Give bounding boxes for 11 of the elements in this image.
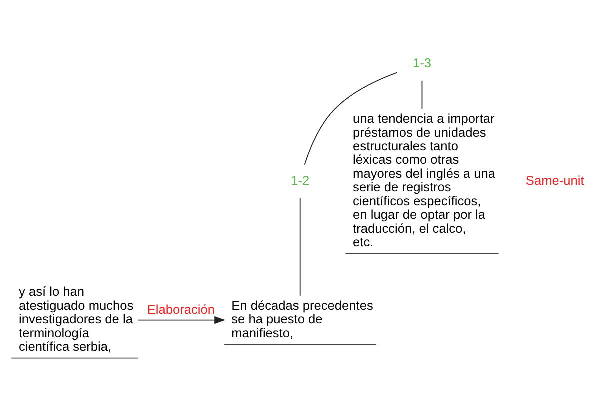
connector [300, 197, 301, 296]
node-text: 1-2 [291, 172, 310, 188]
arrow [138, 316, 226, 324]
node-text: una tendencia a importar préstamos de unidades estructurales tanto léxicas como otras mayores del inglés a una serie de registros científicos específicos, en lugar de optar por la traducción, el calco, etc. [353, 110, 496, 250]
label: Same-unit [526, 172, 584, 188]
node-text: En décadas precedentes se ha puesto de manifiesto, [232, 297, 374, 340]
edge-label: Elaboración [147, 302, 216, 317]
connector [422, 80, 423, 109]
connector [304, 72, 398, 165]
node-text: y así lo han atestiguado muchos investigadores de la terminología científica serbia, [19, 284, 134, 354]
node-text: 1-3 [412, 55, 432, 70]
